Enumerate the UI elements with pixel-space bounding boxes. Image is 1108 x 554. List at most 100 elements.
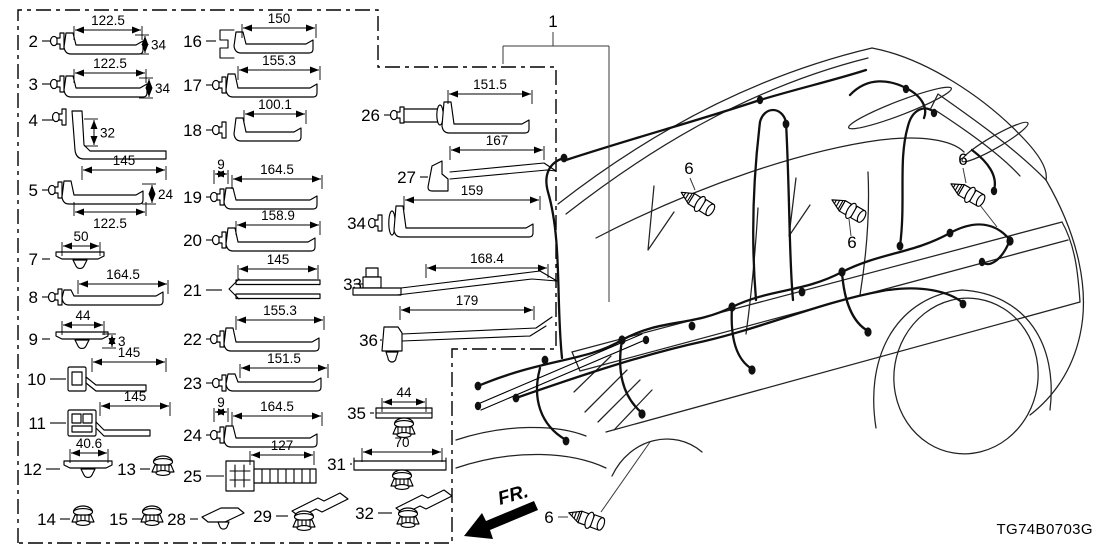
part-number-label[interactable]: 18 [183,121,202,140]
bolt-icon [565,504,608,535]
part-number-label[interactable]: 21 [183,281,202,300]
part-number-label[interactable]: 36 [359,331,378,350]
part-number-label[interactable]: 34 [347,214,366,233]
push-pin-bracket-clip-icon [209,327,320,352]
push-pin-l-bracket-clip-icon [51,108,167,160]
part-item-35: 35 44 [347,385,433,438]
part-item-23: 23 151.5 [183,351,329,393]
part-item-32: 32 [355,489,453,528]
bolt-leader-lines [558,167,998,518]
part-number-label[interactable]: 28 [167,510,186,529]
part-number-label[interactable]: 20 [183,231,202,250]
part-number-label[interactable]: 4 [29,111,38,130]
part-number-label[interactable]: 26 [361,106,380,125]
grommet-clip-icon [140,505,164,526]
part-item-13: 13 [117,455,175,479]
bolt-callout-label[interactable]: 6 [684,159,693,178]
corrugated-tube-holder-icon [225,460,317,492]
dimension-label: 168.4 [470,251,504,266]
dimension-label: 70 [394,435,409,450]
bolt-icon [827,191,869,227]
part-item-36: 36 179 [359,293,553,363]
dimension-label: 179 [456,293,479,308]
dimension-label: 34 [151,38,167,53]
skid-clip-icon [201,507,245,530]
part-number-label[interactable]: 19 [183,188,202,207]
part-item-2: 2 122.5 34 [29,13,167,55]
bolt-callout-label[interactable]: 6 [847,233,856,252]
part-number-label[interactable]: 32 [355,504,374,523]
part-number-label[interactable]: 13 [117,460,136,479]
fr-arrow-icon [464,501,538,539]
dimension-label: 164.5 [260,162,294,177]
part-number-label[interactable]: 17 [183,76,202,95]
part-number-label[interactable]: 3 [29,75,38,94]
part-number-label[interactable]: 27 [397,168,416,187]
push-pin-bracket-clip-icon [49,32,144,55]
dimension-label: 44 [75,308,91,323]
part-number-label[interactable]: 14 [37,510,56,529]
part-number-label[interactable]: 25 [183,467,202,486]
diagram-code: TG74B0703G [996,521,1093,538]
push-pin-bracket-clip-icon [367,205,534,238]
dimension-label: 150 [268,11,291,26]
part-item-31: 31 70 [327,435,447,490]
connector-strap-clip-icon [67,409,151,437]
dimension-label: 122.5 [93,216,127,231]
dimension-label: 159 [461,183,484,198]
part-number-label[interactable]: 7 [29,250,38,269]
part-number-label[interactable]: 10 [27,370,46,389]
dimension-label: 151.5 [267,351,301,366]
part-item-19: 19 9 164.5 [183,157,323,210]
part-number-label[interactable]: 24 [183,426,202,445]
dimension-label: 24 [158,187,174,202]
bolt-icon [946,175,988,211]
flat-edge-clip-icon [55,331,109,350]
dimension-label: 44 [396,385,412,400]
part-item-34: 34 159 [347,183,541,238]
double-rail-clip-icon [228,278,321,300]
callout-1-leader [502,32,610,302]
part-number-label[interactable]: 22 [183,330,202,349]
dimension-label: 3 [118,334,126,349]
part-item-15: 15 [109,505,164,529]
push-pin-bracket-clip-icon [211,73,318,98]
part-number-label[interactable]: 35 [347,404,366,423]
part-item-7: 750 [29,229,105,270]
part-item-29: 29 [253,492,349,531]
part-number-label[interactable]: 31 [327,455,346,474]
t-bracket-grommet-clip-icon [291,492,349,531]
dimension-label: 122.5 [91,13,125,28]
dimension-label: 9 [217,157,225,172]
bolt-callout-label[interactable]: 6 [544,508,553,527]
strip-grommet-clip-icon [375,407,433,438]
part-number-label[interactable]: 12 [23,460,42,479]
parts-panel-border [17,9,557,544]
strip-grommet-clip-icon [353,457,447,490]
part-number-label[interactable]: 15 [109,510,128,529]
part-number-label[interactable]: 23 [183,374,202,393]
dimension-label: 155.3 [263,303,297,318]
part-number-label[interactable]: 11 [28,414,46,433]
harness-callout-label[interactable]: 1 [548,12,557,31]
t-bracket-grommet-clip-icon [395,489,453,528]
part-number-label[interactable]: 8 [29,288,38,307]
part-number-label[interactable]: 16 [183,32,202,51]
bolt-callout-label[interactable]: 6 [958,150,967,169]
flat-edge-clip-icon [55,251,105,270]
dimension-label: 164.5 [260,399,294,414]
part-number-label[interactable]: 9 [29,330,38,349]
dimension-label: 158.9 [261,208,295,223]
part-number-label[interactable]: 5 [29,181,38,200]
part-number-label[interactable]: 2 [29,32,38,51]
part-number-label[interactable]: 29 [253,507,272,526]
